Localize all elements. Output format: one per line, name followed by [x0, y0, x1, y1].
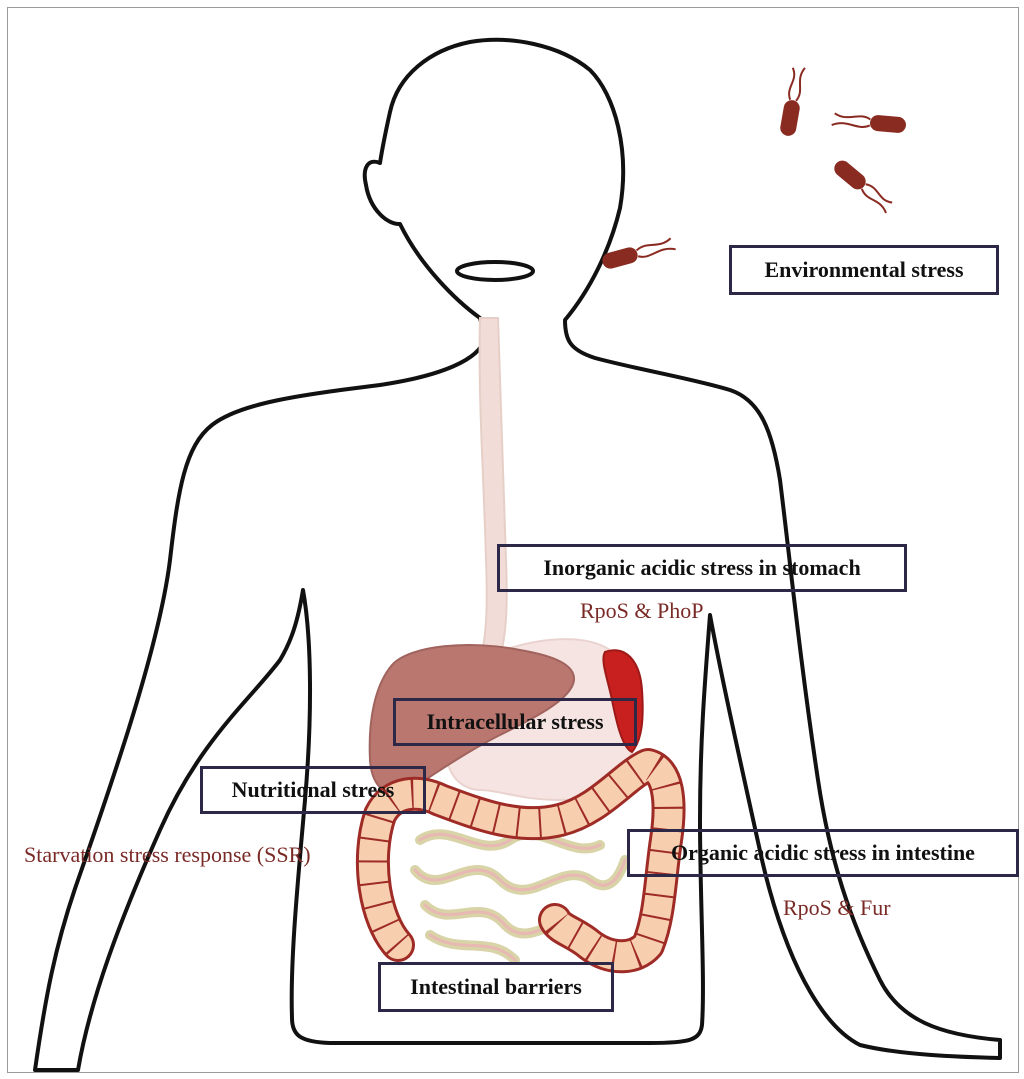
bacterium-icon — [779, 65, 807, 137]
ssr-label: Starvation stress response (SSR) — [24, 842, 311, 868]
bacterium-icon — [831, 157, 895, 214]
esophagus — [480, 318, 507, 664]
intracellular-stress-label: Intracellular stress — [393, 698, 637, 746]
inorganic-acidic-stress-label: Inorganic acidic stress in stomach — [497, 544, 907, 592]
intestinal-barriers-label: Intestinal barriers — [378, 962, 614, 1012]
bacterium-icon — [832, 111, 907, 133]
environmental-stress-label: Environmental stress — [729, 245, 999, 295]
nutritional-stress-label: Nutritional stress — [200, 766, 426, 814]
mouth — [457, 262, 533, 280]
rpos-phop-label: RpoS & PhoP — [580, 598, 704, 624]
rpos-fur-label: RpoS & Fur — [783, 895, 891, 921]
organic-acidic-stress-label: Organic acidic stress in intestine — [627, 829, 1019, 877]
